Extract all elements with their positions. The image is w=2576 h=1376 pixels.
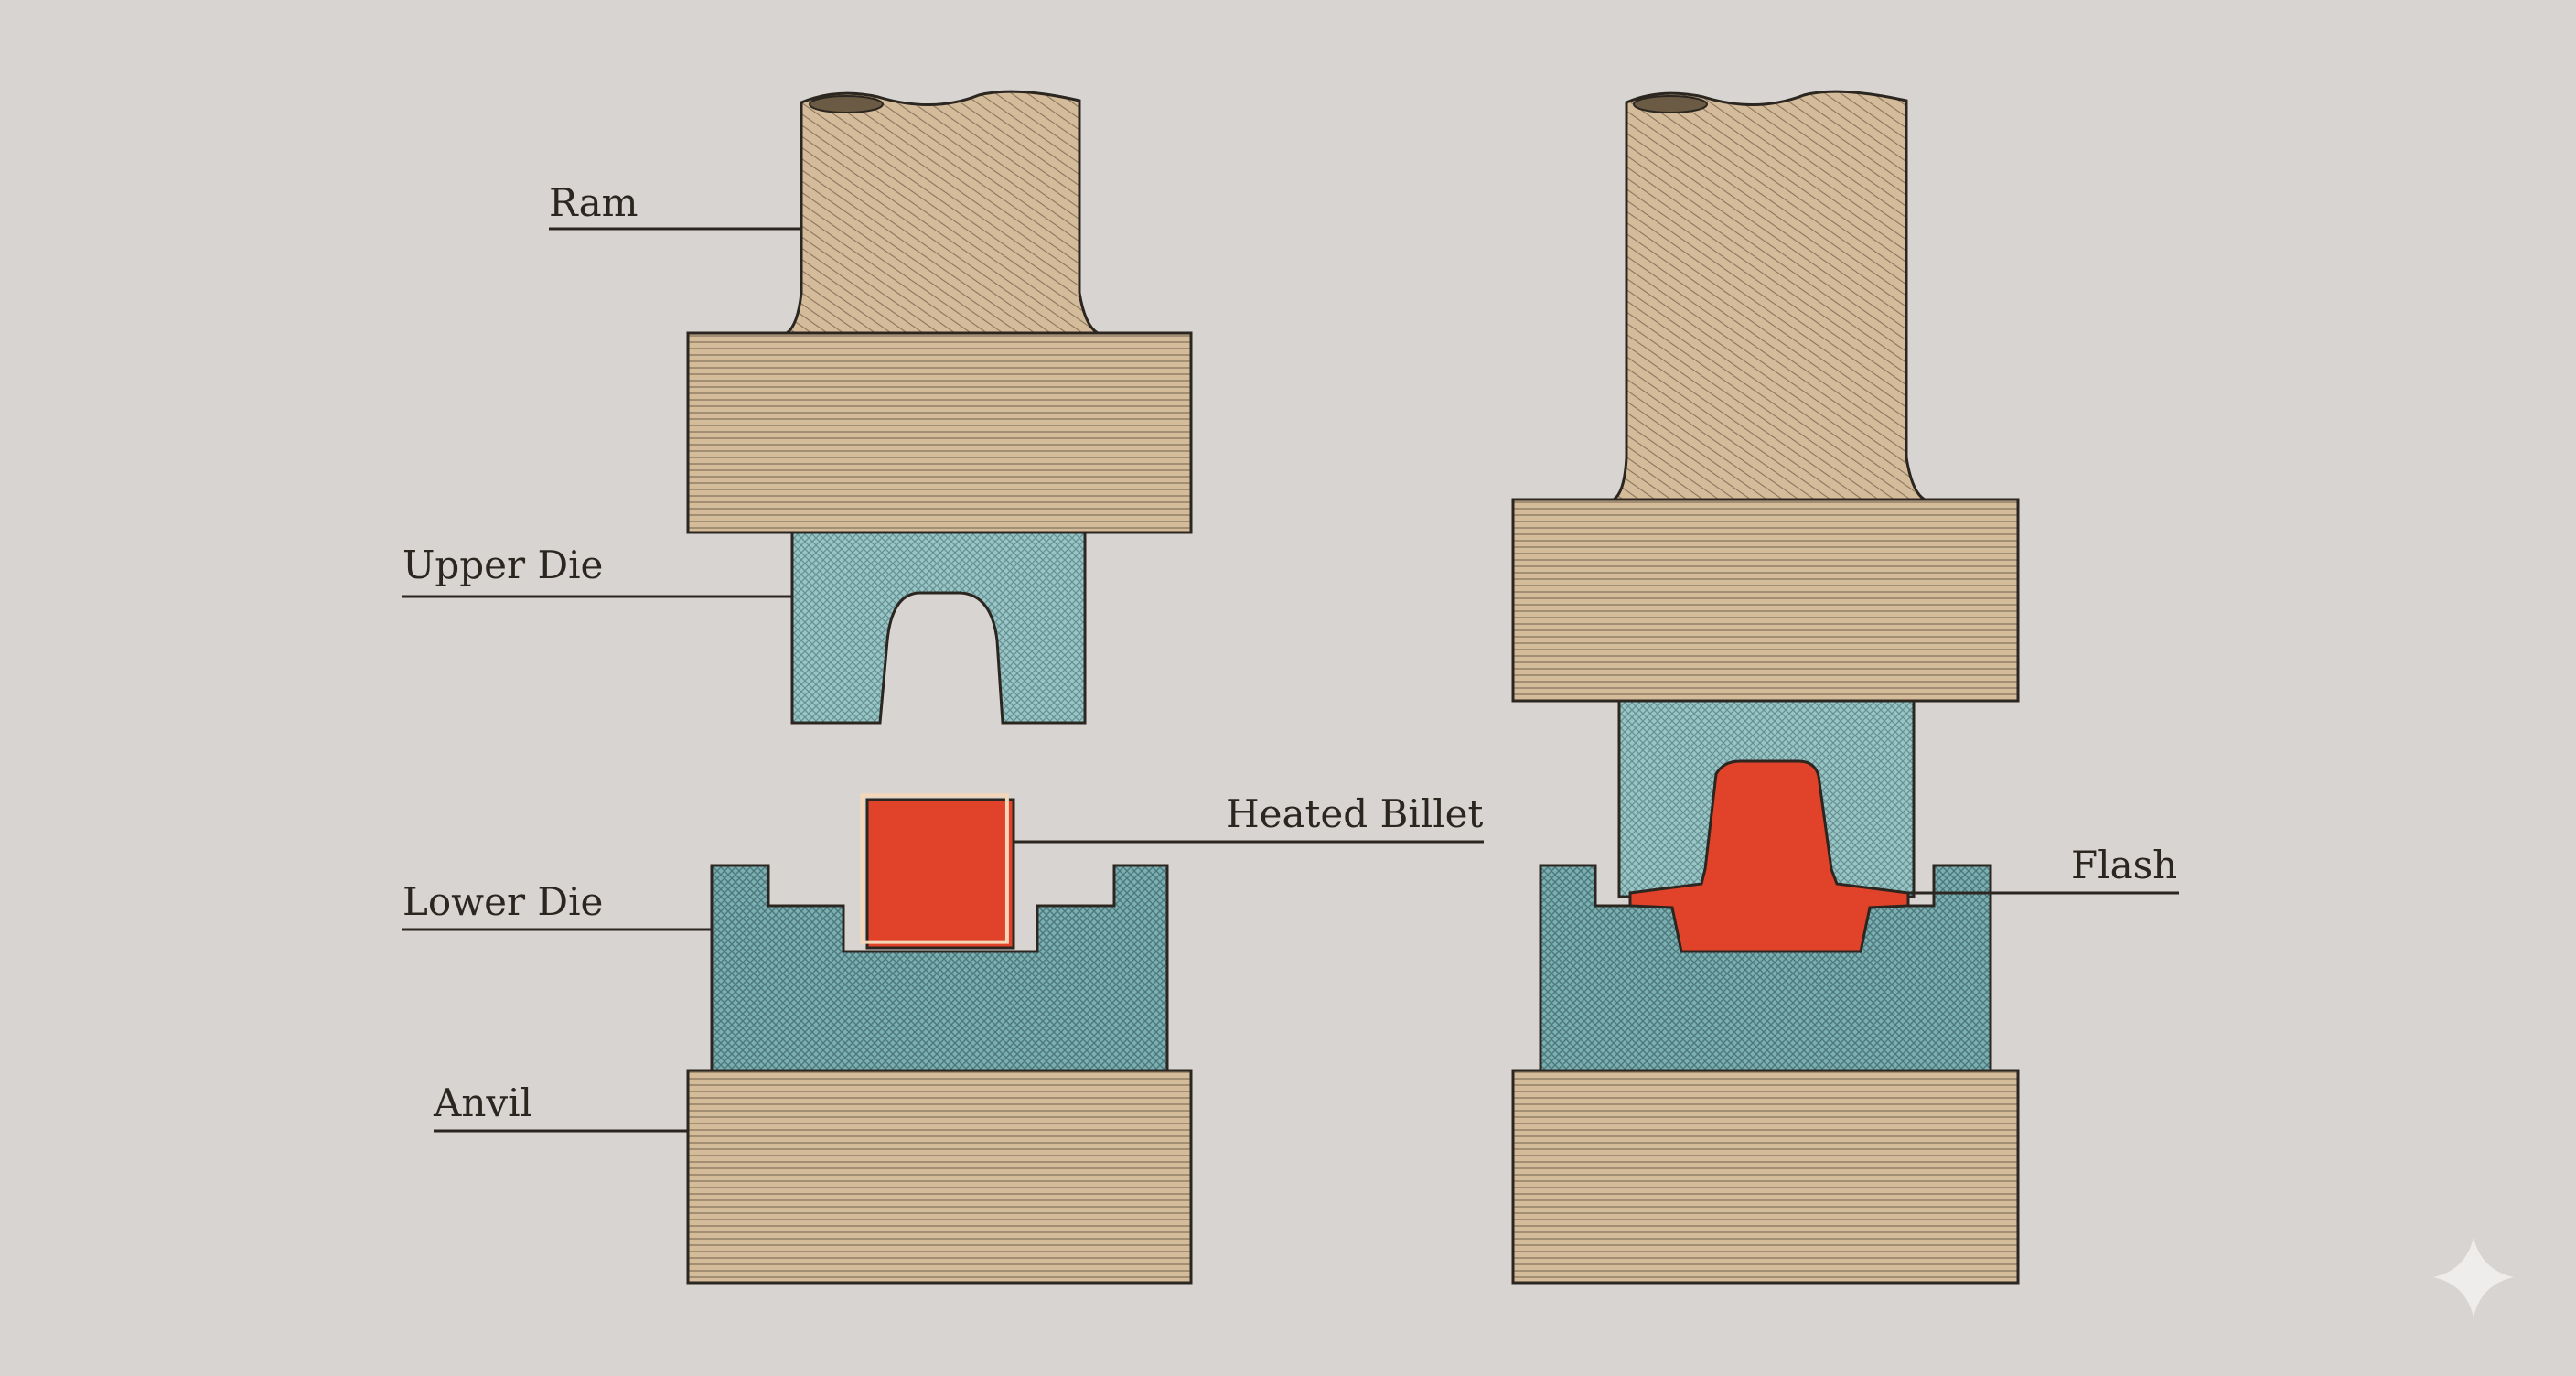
ram-right — [1609, 90, 1930, 501]
ram-head-right — [1511, 498, 2020, 703]
sparkle-icon — [2433, 1237, 2514, 1317]
forged-part — [1628, 759, 1910, 953]
upper-die-left — [790, 531, 1087, 725]
label-lower-die: Lower Die — [402, 879, 603, 924]
anvil-left — [686, 1069, 1193, 1285]
label-heated-billet: Heated Billet — [1226, 791, 1484, 836]
ram-right-top — [1633, 95, 1708, 113]
label-upper-die: Upper Die — [402, 543, 603, 587]
label-anvil: Anvil — [433, 1080, 532, 1125]
labels: Ram Upper Die Heated Billet Lower Die An… — [402, 180, 2179, 1133]
heated-billet — [865, 798, 1015, 950]
ram-left-top — [809, 95, 884, 113]
label-flash: Flash — [2071, 843, 2177, 887]
right-assembly — [1511, 90, 2020, 1285]
anvil-right — [1511, 1069, 2020, 1285]
ram-head-left — [686, 331, 1193, 534]
ram-left — [782, 90, 1103, 335]
left-assembly — [686, 90, 1193, 1285]
label-ram: Ram — [549, 180, 638, 225]
